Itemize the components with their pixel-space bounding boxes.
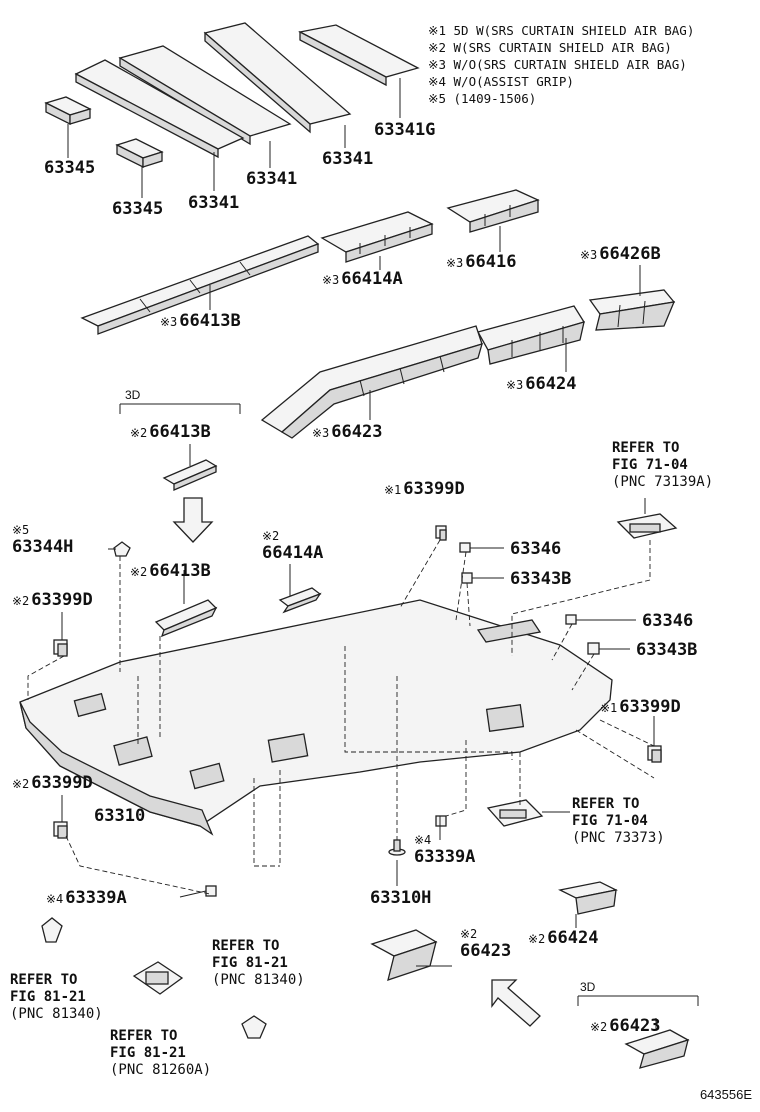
clip-63346-a xyxy=(459,542,471,553)
retainer-66414a-lower xyxy=(278,587,322,614)
roof-pad-63341-a xyxy=(74,59,245,159)
roof-pad-63341-c xyxy=(203,22,352,134)
tag-3d: 3D xyxy=(125,388,141,402)
footnotes: ※1 5D W(SRS CURTAIN SHIELD AIR BAG) ※2 W… xyxy=(428,22,694,107)
part-label: 63310 xyxy=(94,806,146,826)
leader-lines xyxy=(61,78,657,1030)
clip-63399d-left-upper xyxy=(53,639,68,657)
part-label: 63341 xyxy=(246,169,298,189)
clip-63339a-center xyxy=(435,815,447,827)
retainer-66416 xyxy=(446,189,540,233)
part-label: 63343B xyxy=(636,640,698,660)
part-81340-b xyxy=(241,1015,267,1039)
clip-63343b-b xyxy=(587,642,600,655)
note-4: ※4 W/O(ASSIST GRIP) xyxy=(428,74,574,89)
retainer-66414a-upper xyxy=(320,211,434,263)
bracket-66423-lower xyxy=(370,929,438,981)
clip-63399d-top xyxy=(435,525,447,541)
part-label: 63310H xyxy=(370,888,432,908)
part-label: 63341 xyxy=(322,149,374,169)
block-63345-a xyxy=(44,96,92,126)
clip-63344h xyxy=(113,541,131,557)
note-1: ※1 5D W(SRS CURTAIN SHIELD AIR BAG) xyxy=(428,23,695,38)
part-label: 63341G xyxy=(374,120,436,140)
arrow-up-right xyxy=(491,979,541,1027)
dashed-lines xyxy=(27,539,655,895)
retainer-66424-upper xyxy=(477,305,586,365)
room-lamp-73139a xyxy=(616,513,678,539)
roof-pad-63341g xyxy=(298,24,420,87)
part-81260a xyxy=(132,961,184,995)
clip-63339a-lower xyxy=(205,885,217,897)
screw-63310h xyxy=(388,839,406,856)
block-63345-b xyxy=(115,138,164,169)
note-5: ※5 (1409-1506) xyxy=(428,91,537,106)
part-label: 63346 xyxy=(510,539,562,559)
part-label: 63346 xyxy=(642,611,694,631)
part-label: 63343B xyxy=(510,569,572,589)
clip-63343b-a xyxy=(461,572,473,584)
retainer-66413b-lower xyxy=(154,599,218,638)
clip-63346-b xyxy=(565,614,577,625)
bracket-66424-lower xyxy=(558,881,618,915)
part-label: 63345 xyxy=(112,199,164,219)
note-2: ※2 W(SRS CURTAIN SHIELD AIR BAG) xyxy=(428,40,672,55)
retainer-66423-upper xyxy=(260,325,483,439)
clip-63399d-left-lower xyxy=(53,821,68,839)
part-81340-a xyxy=(41,917,63,943)
roof-pad-63341-b xyxy=(118,45,292,146)
arrow-down xyxy=(172,497,214,543)
retainer-66413b-upper xyxy=(80,235,320,335)
room-lamp-73373 xyxy=(486,799,544,827)
bracket-66423-3d xyxy=(624,1029,690,1069)
headliner-63310 xyxy=(19,599,613,836)
retainer-66426b xyxy=(588,289,676,331)
tag-3d: 3D xyxy=(580,980,596,994)
note-3: ※3 W/O(SRS CURTAIN SHIELD AIR BAG) xyxy=(428,57,687,72)
part-label: 63345 xyxy=(44,158,96,178)
clip-63399d-right xyxy=(647,745,662,763)
retainer-66413b-3d xyxy=(162,459,218,491)
part-label: 63341 xyxy=(188,193,240,213)
figure-id: 643556E xyxy=(699,1087,752,1102)
